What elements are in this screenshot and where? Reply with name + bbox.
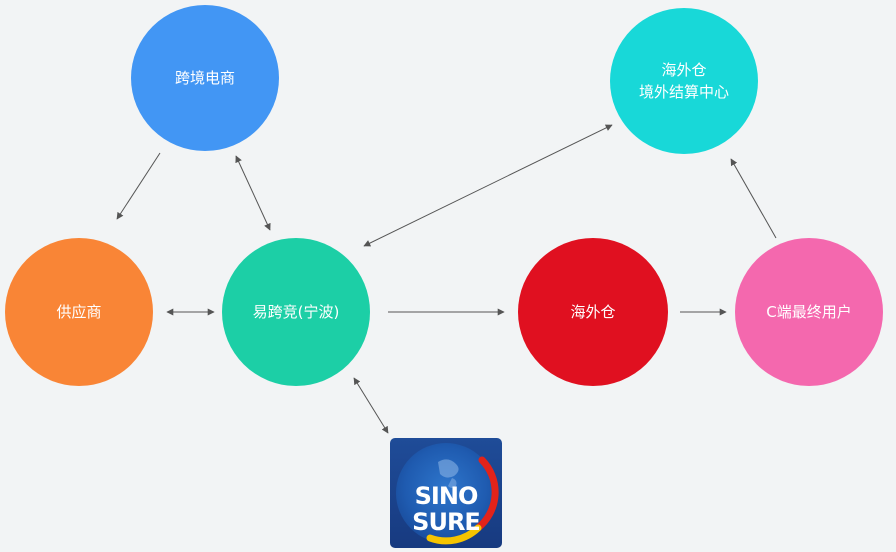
logo-ring-icon xyxy=(426,456,499,545)
node-label: 易跨竞(宁波) xyxy=(252,303,340,321)
node-label: 供应商 xyxy=(56,303,102,321)
node-label-line-1: 海外仓 xyxy=(661,61,707,79)
node-label: C端最终用户 xyxy=(766,303,852,321)
node-label: 海外仓 xyxy=(570,303,616,321)
edge-cross-border-ecommerce-to-yikuajing-ningbo xyxy=(235,155,271,231)
node-label-line-2: 境外结算中心 xyxy=(638,83,729,101)
node-label: 跨境电商 xyxy=(174,69,235,87)
node-overseas-warehouse: 海外仓 xyxy=(518,238,668,386)
node-cross-border-ecommerce: 跨境电商 xyxy=(131,5,279,151)
node-c-end-user: C端最终用户 xyxy=(735,238,883,386)
node-overseas-warehouse-settlement: 海外仓 境外结算中心 xyxy=(610,8,758,154)
edge-yikuajing-ningbo-to-sinosure xyxy=(353,377,389,434)
edge-c-end-user-to-overseas-warehouse-settlement xyxy=(730,158,777,239)
sinosure-logo: SINO SURE xyxy=(390,438,502,548)
edge-cross-border-ecommerce-to-supplier xyxy=(116,152,161,220)
edge-yikuajing-ningbo-to-overseas-warehouse-settlement xyxy=(363,124,613,247)
node-yikuajing-ningbo: 易跨竞(宁波) xyxy=(222,238,370,386)
node-supplier: 供应商 xyxy=(5,238,153,386)
logo-text-line-1: SINO xyxy=(414,482,479,510)
logo-text-line-2: SURE xyxy=(412,508,481,536)
